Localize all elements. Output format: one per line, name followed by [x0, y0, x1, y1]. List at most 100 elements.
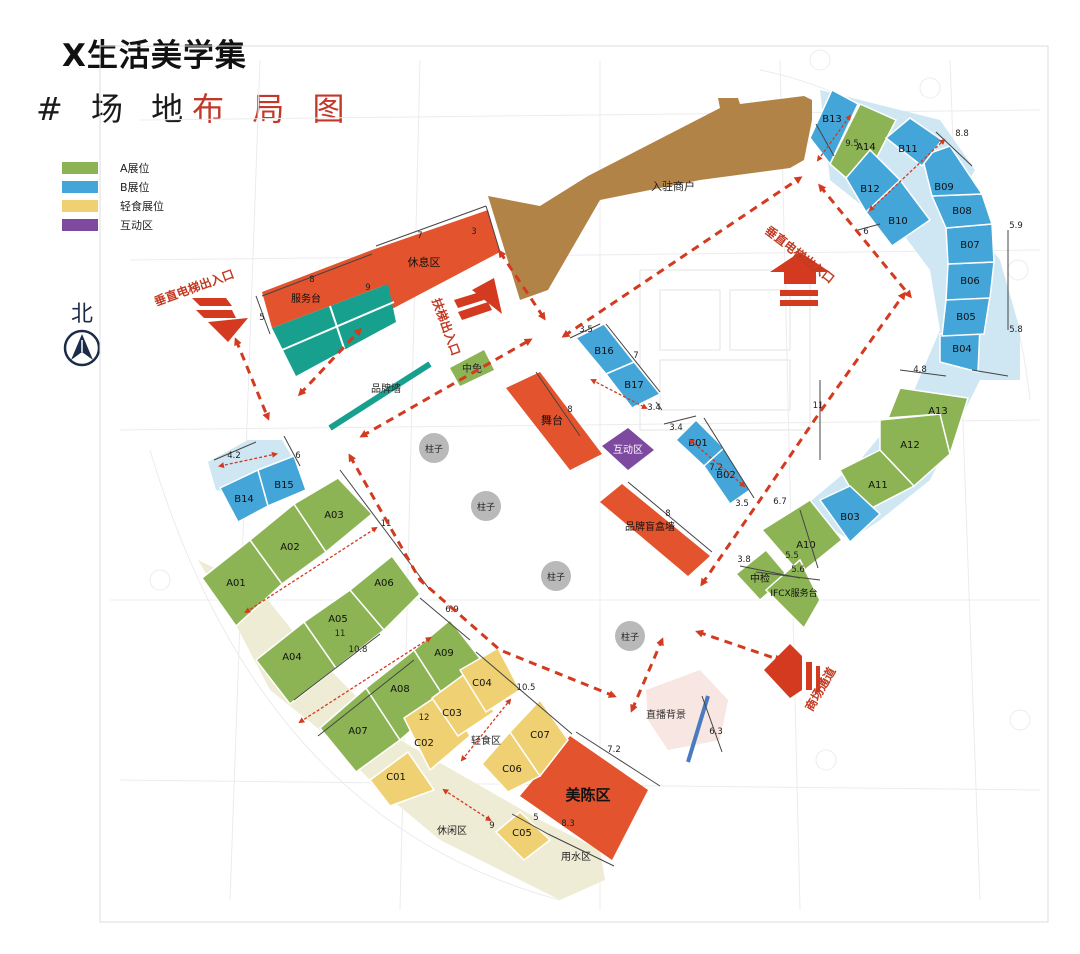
- booth-label: B10: [888, 216, 908, 227]
- booth-label: B12: [860, 184, 880, 195]
- legend-item-interactive: 互动区: [62, 215, 164, 234]
- booth-label: A12: [900, 440, 920, 451]
- booth-c01: [368, 750, 436, 807]
- dim-label: 9.5: [845, 139, 859, 149]
- arrow-escalator-icon: [454, 278, 502, 320]
- dim-label: 5.5: [785, 551, 799, 561]
- dim-label: 9: [489, 821, 494, 831]
- subtitle-prefix: # 场 地: [36, 90, 193, 128]
- interactive-zone[interactable]: 互动区: [602, 428, 654, 470]
- dim-label: 3.8: [737, 555, 751, 565]
- dim-label: 3.4: [647, 403, 661, 413]
- dim-label: 7: [633, 351, 638, 361]
- pillar-label: 柱子: [547, 571, 565, 583]
- tenant-label: 入驻商户: [651, 179, 695, 193]
- live-region: [646, 670, 728, 750]
- dim-label: 7.2: [607, 745, 621, 755]
- legend-item-a: A展位: [62, 158, 164, 177]
- booth-label: A02: [280, 542, 300, 553]
- rest-area-label: 休息区: [408, 255, 441, 269]
- booth-label: A07: [348, 726, 368, 737]
- booth-label: A09: [434, 648, 454, 659]
- booth-c05: [494, 811, 552, 861]
- arrow-mall-icon: [764, 644, 820, 698]
- dim-label: 3.5: [579, 325, 593, 335]
- booth-label: A05: [328, 614, 348, 625]
- service-desk: [262, 250, 388, 328]
- booth-label: A13: [928, 406, 948, 417]
- booth-label: C03: [442, 708, 462, 719]
- booth-label: A10: [796, 540, 816, 551]
- booth-label: A06: [374, 578, 394, 589]
- booth-label: C04: [472, 678, 492, 689]
- booth-label: A03: [324, 510, 344, 521]
- stage-label: 舞台: [541, 413, 563, 427]
- page-subtitle: # 场 地布 局 图: [36, 84, 354, 130]
- booth-b15: [257, 455, 307, 508]
- legend-label: 互动区: [120, 218, 153, 232]
- pillar-label: 柱子: [425, 443, 443, 455]
- stage-zone: 舞台: [506, 372, 602, 470]
- booth-label: B05: [956, 312, 976, 323]
- blind-box-label: 品牌盲盒墙: [625, 520, 675, 533]
- booth-label: A14: [856, 142, 876, 153]
- snack-area-label: 轻食区: [471, 734, 501, 747]
- leisure-area-label: 休闲区: [437, 824, 467, 837]
- legend-label: 轻食展位: [120, 199, 164, 213]
- live-label: 直播背景: [646, 708, 686, 721]
- arrow-right-elevator-icon: [770, 252, 830, 306]
- dim-label: 6.3: [709, 727, 723, 737]
- booth-label: A04: [282, 652, 302, 663]
- booth-label: A08: [390, 684, 410, 695]
- rest-area: [372, 210, 500, 310]
- blind-box-zone: 品牌盲盒墙: [600, 484, 710, 576]
- security-label: 中检: [750, 572, 770, 585]
- beauty-label: 美陈区: [565, 786, 610, 804]
- dim-label: 8: [665, 509, 670, 519]
- booth-label: B06: [960, 276, 980, 287]
- service-desk-label: 服务台: [291, 292, 321, 305]
- booth-label: C05: [512, 828, 532, 839]
- north-label: 北: [70, 302, 93, 327]
- booth-label: C07: [530, 730, 550, 741]
- dim-label: 4.8: [913, 365, 927, 375]
- brand-wall-label: 品牌墙: [371, 382, 401, 395]
- legend-item-b: B展位: [62, 177, 164, 196]
- booth-label: B03: [840, 512, 860, 523]
- beauty-zone: 美陈区: [520, 736, 648, 860]
- dim-label: 7: [417, 231, 422, 241]
- pillar-label: 柱子: [621, 631, 639, 643]
- booth-label: B07: [960, 240, 980, 251]
- legend-label: A展位: [120, 161, 150, 175]
- dim-label: 4.2: [227, 451, 241, 461]
- legend: A展位 B展位 轻食展位 互动区: [62, 158, 164, 234]
- dim-label: 8: [309, 275, 314, 285]
- booth-label: B15: [274, 480, 294, 491]
- dim-label: 3: [471, 227, 476, 237]
- dim-label: 7.2: [709, 463, 723, 473]
- pillar-label: 柱子: [477, 501, 495, 513]
- booth-label: B04: [952, 344, 972, 355]
- booth-label: B08: [952, 206, 972, 217]
- page-title: X生活美学集: [62, 38, 247, 74]
- dim-label: 5.9: [1009, 221, 1023, 231]
- booth-label: B17: [624, 380, 644, 391]
- brand-wall-zone: 品牌墙: [328, 361, 432, 431]
- water-area-label: 用水区: [561, 851, 591, 863]
- legend-swatch: [62, 199, 98, 212]
- ifcx-label: IFCX服务台: [770, 587, 817, 599]
- booth-label: C02: [414, 738, 434, 749]
- booth-label: B11: [898, 144, 918, 155]
- dim-label: 5.6: [791, 565, 805, 575]
- dim-label: 6.7: [773, 497, 787, 507]
- legend-swatch: [62, 180, 98, 193]
- dim-label: 8: [567, 405, 572, 415]
- entrance-arrows: [192, 252, 830, 698]
- arrow-left-icon: [192, 298, 248, 342]
- dim-label: 8.8: [955, 129, 969, 139]
- booth-label: B14: [234, 494, 254, 505]
- dim-label: 10.5: [517, 683, 536, 693]
- booth-label: B09: [934, 182, 954, 193]
- dim-label: 5: [259, 313, 264, 323]
